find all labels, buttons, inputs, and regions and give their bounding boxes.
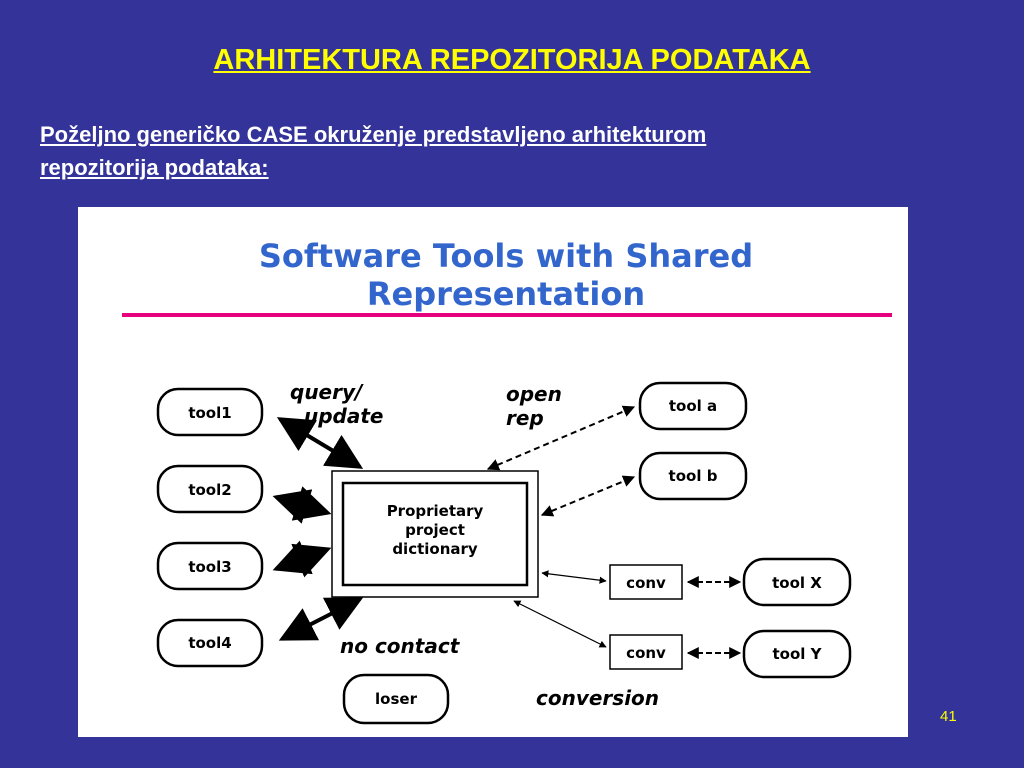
tool-b-label: tool b (669, 467, 718, 485)
annotation-rep: rep (506, 406, 544, 430)
tool-x-node: tool X (742, 557, 852, 607)
architecture-diagram: Software Tools with Shared Representatio… (122, 237, 892, 725)
slide-subtitle: Poželjno generičko CASE okruženje predst… (40, 118, 940, 184)
tool-a-node: tool a (638, 381, 748, 431)
architecture-figure: Software Tools with Shared Representatio… (78, 207, 908, 737)
tool1-node: tool1 (156, 387, 264, 437)
conv-2-label: conv (626, 644, 666, 662)
tool4-label: tool4 (188, 634, 231, 652)
figure-title-line-1: Software Tools with Shared (259, 237, 753, 275)
dictionary-line-2: project (405, 521, 465, 539)
loser-node: loser (342, 673, 450, 725)
arrow-tool4-dictionary (278, 597, 364, 641)
annotation-no-contact: no contact (340, 634, 461, 658)
annotation-query: query/ (290, 380, 364, 404)
arrow-tool2-dictionary (272, 486, 332, 524)
conv-1-label: conv (626, 574, 666, 592)
loser-label: loser (375, 690, 418, 708)
figure-title-line-2: Representation (367, 275, 645, 313)
tool2-node: tool2 (156, 464, 264, 514)
dictionary-line-3: dictionary (392, 540, 478, 558)
arrow-dictionary-conv-1 (541, 570, 607, 584)
tool-x-label: tool X (772, 574, 822, 592)
arrow-dictionary-conv-2 (513, 600, 607, 648)
dictionary-line-1: Proprietary (387, 502, 484, 520)
annotation-conversion: conversion (536, 686, 659, 710)
annotation-update: update (304, 404, 384, 428)
tool3-label: tool3 (188, 558, 231, 576)
arrow-dictionary-tool-a (486, 405, 636, 471)
tool4-node: tool4 (156, 618, 264, 668)
subtitle-line-1: Poželjno generičko CASE okruženje predst… (40, 122, 707, 147)
conv-box-2: conv (609, 634, 683, 670)
arrow-tool1-dictionary (276, 417, 364, 469)
subtitle-line-2: repozitorija podataka: (40, 155, 269, 180)
tool3-node: tool3 (156, 541, 264, 591)
tool2-label: tool2 (188, 481, 231, 499)
tool-b-node: tool b (638, 451, 748, 501)
tool-y-node: tool Y (742, 629, 852, 679)
annotation-open: open (506, 382, 562, 406)
tool-a-label: tool a (669, 397, 717, 415)
tool1-label: tool1 (188, 404, 231, 422)
dictionary-inner-box (341, 481, 529, 587)
conv-box-1: conv (609, 564, 683, 600)
arrow-tool3-dictionary (272, 540, 332, 578)
slide-title: ARHITEKTURA REPOZITORIJA PODATAKA (213, 44, 811, 76)
tool-y-label: tool Y (772, 645, 822, 663)
page-number: 41 (940, 708, 957, 725)
arrow-dictionary-tool-b (540, 475, 636, 517)
